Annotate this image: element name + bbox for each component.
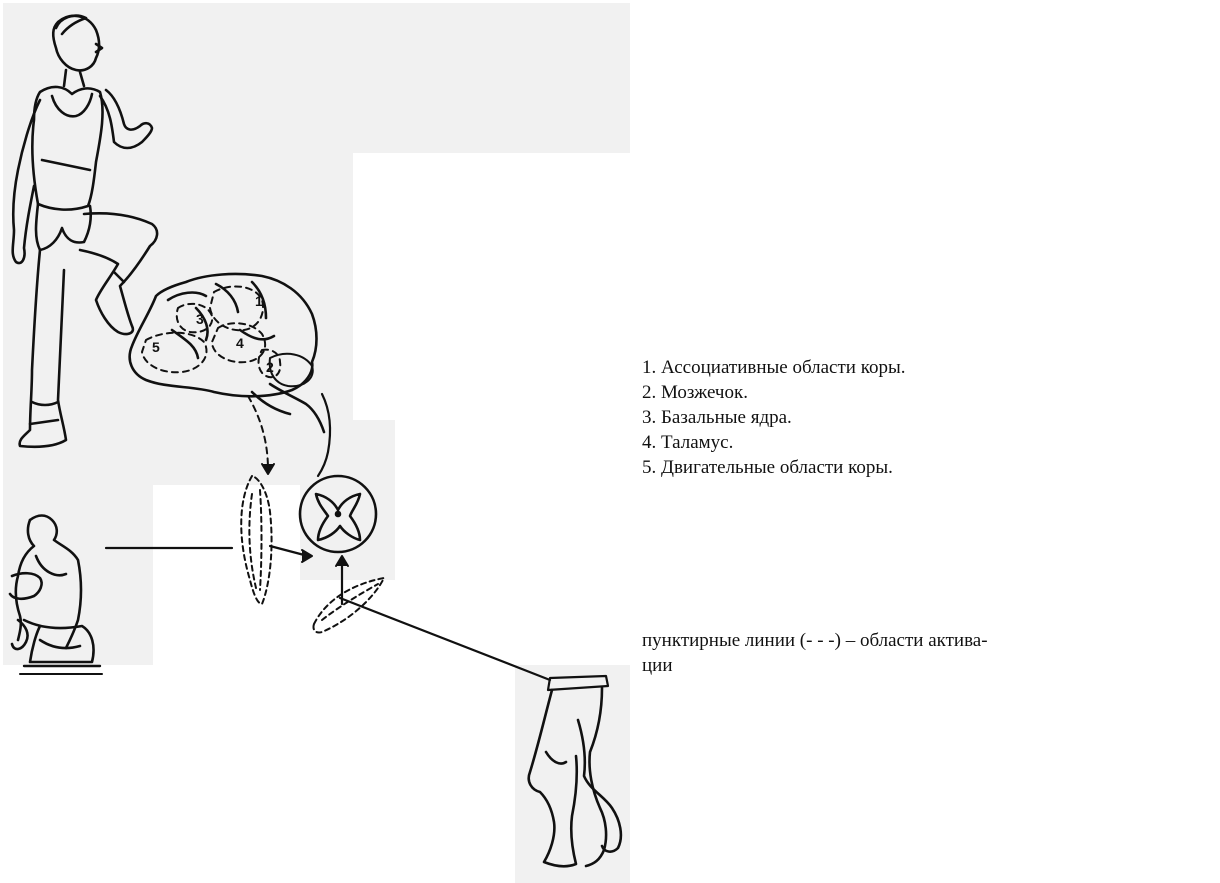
legend-list: 1. Ассоциативные области коры. 2. Мозжеч… bbox=[642, 355, 906, 480]
brain-label-1: 1 bbox=[255, 293, 263, 309]
nerve-line-legs bbox=[340, 598, 550, 680]
brain-label-2: 2 bbox=[266, 359, 274, 375]
brain-label-5: 5 bbox=[152, 339, 160, 355]
legend-item-motor-cortex: 5. Двигательные области коры. bbox=[642, 455, 906, 480]
note-line-2: ции bbox=[642, 655, 673, 676]
legend-item-cerebellum: 2. Мозжечок. bbox=[642, 380, 906, 405]
motor-control-illustration: 1 2 3 4 5 bbox=[0, 0, 640, 883]
muscle-activation-vertical bbox=[241, 476, 271, 604]
legend-item-associative-cortex: 1. Ассоциативные области коры. bbox=[642, 355, 906, 380]
note-line-1: пунктирные линии (- - -) – области актив… bbox=[642, 630, 988, 651]
dashed-lines-note: пунктирные линии (- - -) – области актив… bbox=[642, 628, 1202, 678]
legend-item-basal-ganglia: 3. Базальные ядра. bbox=[642, 405, 906, 430]
muscle-activation-diagonal bbox=[313, 578, 384, 633]
brain-label-3: 3 bbox=[196, 311, 204, 327]
legend-item-thalamus: 4. Таламус. bbox=[642, 430, 906, 455]
brain-label-4: 4 bbox=[236, 335, 244, 351]
